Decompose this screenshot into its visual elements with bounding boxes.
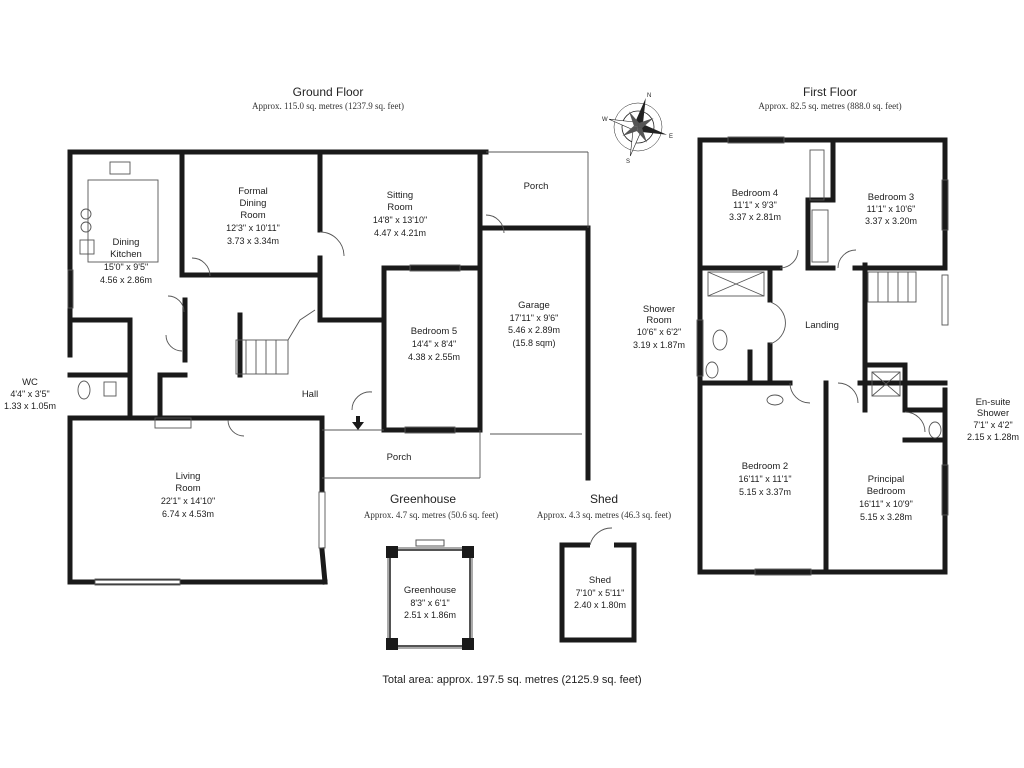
shed-area: Approx. 4.3 sq. metres (46.3 sq. feet) xyxy=(537,510,671,520)
ground-floor-walls xyxy=(67,149,591,585)
svg-text:Kitchen: Kitchen xyxy=(110,249,142,260)
svg-text:5.15 x 3.37m: 5.15 x 3.37m xyxy=(739,487,791,497)
svg-text:Bedroom 2: Bedroom 2 xyxy=(742,461,788,472)
svg-text:14'4" x 8'4": 14'4" x 8'4" xyxy=(412,339,456,349)
ground-floor-area: Approx. 115.0 sq. metres (1237.9 sq. fee… xyxy=(252,101,404,111)
first-floor-title: First Floor xyxy=(803,85,857,99)
svg-text:Shower: Shower xyxy=(643,304,675,315)
svg-text:22'1" x 14'10": 22'1" x 14'10" xyxy=(161,496,215,506)
svg-text:15'0" x 9'5": 15'0" x 9'5" xyxy=(104,262,148,272)
room-hall: Hall xyxy=(302,389,318,400)
svg-text:Bedroom 3: Bedroom 3 xyxy=(868,192,914,203)
svg-text:Porch: Porch xyxy=(524,181,549,192)
svg-text:8'3" x 6'1": 8'3" x 6'1" xyxy=(410,598,449,608)
ground-floor-title: Ground Floor xyxy=(293,85,364,99)
greenhouse-area: Approx. 4.7 sq. metres (50.6 sq. feet) xyxy=(364,510,498,520)
svg-text:Living: Living xyxy=(176,471,201,482)
svg-text:11'1" x 9'3": 11'1" x 9'3" xyxy=(733,200,777,210)
svg-text:16'11" x 11'1": 16'11" x 11'1" xyxy=(738,474,791,484)
svg-text:10'6" x 6'2": 10'6" x 6'2" xyxy=(637,327,681,337)
room-porch-front: Porch xyxy=(387,452,412,463)
first-floor-fixtures xyxy=(696,136,949,576)
room-dining-kitchen: Dining Kitchen 15'0" x 9'5" 4.56 x 2.86m xyxy=(100,237,152,285)
shed-plan: Shed 7'10" x 5'11" 2.40 x 1.80m xyxy=(559,527,637,643)
svg-text:16'11" x 10'9": 16'11" x 10'9" xyxy=(859,499,913,509)
compass-rose-icon: N E S W xyxy=(602,93,673,165)
svg-text:Porch: Porch xyxy=(387,452,412,463)
svg-text:12'3" x 10'11": 12'3" x 10'11" xyxy=(226,223,280,233)
svg-text:2.40 x 1.80m: 2.40 x 1.80m xyxy=(574,600,626,610)
room-bedroom-3: Bedroom 3 11'1" x 10'6" 3.37 x 3.20m xyxy=(865,192,917,226)
svg-text:WC: WC xyxy=(22,377,38,388)
svg-text:Bedroom 5: Bedroom 5 xyxy=(411,326,457,337)
svg-text:Dining: Dining xyxy=(240,198,267,209)
svg-text:17'11" x 9'6": 17'11" x 9'6" xyxy=(510,313,559,323)
room-garage: Garage 17'11" x 9'6" 5.46 x 2.89m (15.8 … xyxy=(508,300,560,348)
svg-text:11'1" x 10'6": 11'1" x 10'6" xyxy=(867,204,916,214)
svg-text:Hall: Hall xyxy=(302,389,318,400)
greenhouse-plan: Greenhouse 8'3" x 6'1" 2.51 x 1.86m xyxy=(386,539,474,650)
svg-text:5.15 x 3.28m: 5.15 x 3.28m xyxy=(860,512,912,522)
svg-text:En-suite: En-suite xyxy=(976,397,1011,408)
svg-text:2.15 x 1.28m: 2.15 x 1.28m xyxy=(967,432,1019,442)
room-bedroom-5: Bedroom 5 14'4" x 8'4" 4.38 x 2.55m xyxy=(408,326,460,362)
svg-text:Garage: Garage xyxy=(518,300,550,311)
svg-text:4.47 x 4.21m: 4.47 x 4.21m xyxy=(374,228,426,238)
room-formal-dining: Formal Dining Room 12'3" x 10'11" 3.73 x… xyxy=(226,186,280,246)
svg-text:3.37 x 2.81m: 3.37 x 2.81m xyxy=(729,212,781,222)
room-en-suite: En-suite Shower 7'1" x 4'2" 2.15 x 1.28m xyxy=(967,397,1019,442)
room-principal-bedroom: Principal Bedroom 16'11" x 10'9" 5.15 x … xyxy=(859,474,913,522)
greenhouse-title: Greenhouse xyxy=(390,492,456,506)
compass-s: S xyxy=(626,159,630,165)
compass-n: N xyxy=(647,93,651,99)
room-wc: WC 4'4" x 3'5" 1.33 x 1.05m xyxy=(4,377,56,411)
svg-text:Room: Room xyxy=(175,483,200,494)
svg-text:Principal: Principal xyxy=(868,474,904,485)
svg-text:Shower: Shower xyxy=(977,408,1009,419)
svg-text:7'10" x 5'11": 7'10" x 5'11" xyxy=(576,588,625,598)
room-porch-top: Porch xyxy=(524,181,549,192)
svg-text:4.38 x 2.55m: 4.38 x 2.55m xyxy=(408,352,460,362)
svg-text:2.51 x 1.86m: 2.51 x 1.86m xyxy=(404,610,456,620)
svg-text:Bedroom 4: Bedroom 4 xyxy=(732,188,778,199)
compass-e: E xyxy=(669,134,673,140)
compass-w: W xyxy=(602,117,608,123)
svg-text:5.46 x 2.89m: 5.46 x 2.89m xyxy=(508,325,560,335)
svg-text:Dining: Dining xyxy=(113,237,140,248)
svg-text:Formal: Formal xyxy=(238,186,268,197)
svg-text:Landing: Landing xyxy=(805,320,839,331)
svg-text:7'1" x 4'2": 7'1" x 4'2" xyxy=(973,420,1012,430)
svg-text:Shed: Shed xyxy=(589,575,611,586)
svg-text:1.33 x 1.05m: 1.33 x 1.05m xyxy=(4,401,56,411)
room-living-room: Living Room 22'1" x 14'10" 6.74 x 4.53m xyxy=(161,471,215,519)
room-sitting-room: Sitting Room 14'8" x 13'10" 4.47 x 4.21m xyxy=(373,190,427,238)
svg-text:Room: Room xyxy=(646,315,671,326)
room-bedroom-2: Bedroom 2 16'11" x 11'1" 5.15 x 3.37m xyxy=(738,461,791,497)
svg-text:Sitting: Sitting xyxy=(387,190,413,201)
ground-floor-fixtures xyxy=(67,151,589,586)
svg-text:Greenhouse: Greenhouse xyxy=(404,585,456,596)
svg-text:(15.8 sqm): (15.8 sqm) xyxy=(512,338,555,348)
svg-text:4.56 x 2.86m: 4.56 x 2.86m xyxy=(100,275,152,285)
svg-text:6.74 x 4.53m: 6.74 x 4.53m xyxy=(162,509,214,519)
first-floor-area: Approx. 82.5 sq. metres (888.0 sq. feet) xyxy=(758,101,901,111)
total-area: Total area: approx. 197.5 sq. metres (21… xyxy=(382,674,641,686)
svg-text:Bedroom: Bedroom xyxy=(867,486,906,497)
svg-text:14'8" x 13'10": 14'8" x 13'10" xyxy=(373,215,427,225)
svg-text:3.73 x 3.34m: 3.73 x 3.34m xyxy=(227,236,279,246)
svg-text:Room: Room xyxy=(240,210,265,221)
svg-text:3.19 x 1.87m: 3.19 x 1.87m xyxy=(633,340,685,350)
room-shower-room: Shower Room 10'6" x 6'2" 3.19 x 1.87m xyxy=(633,304,685,350)
svg-text:4'4" x 3'5": 4'4" x 3'5" xyxy=(10,389,49,399)
room-landing: Landing xyxy=(805,320,839,331)
shed-title: Shed xyxy=(590,492,618,506)
svg-text:Room: Room xyxy=(387,202,412,213)
room-bedroom-4: Bedroom 4 11'1" x 9'3" 3.37 x 2.81m xyxy=(729,188,781,222)
svg-text:3.37 x 3.20m: 3.37 x 3.20m xyxy=(865,216,917,226)
